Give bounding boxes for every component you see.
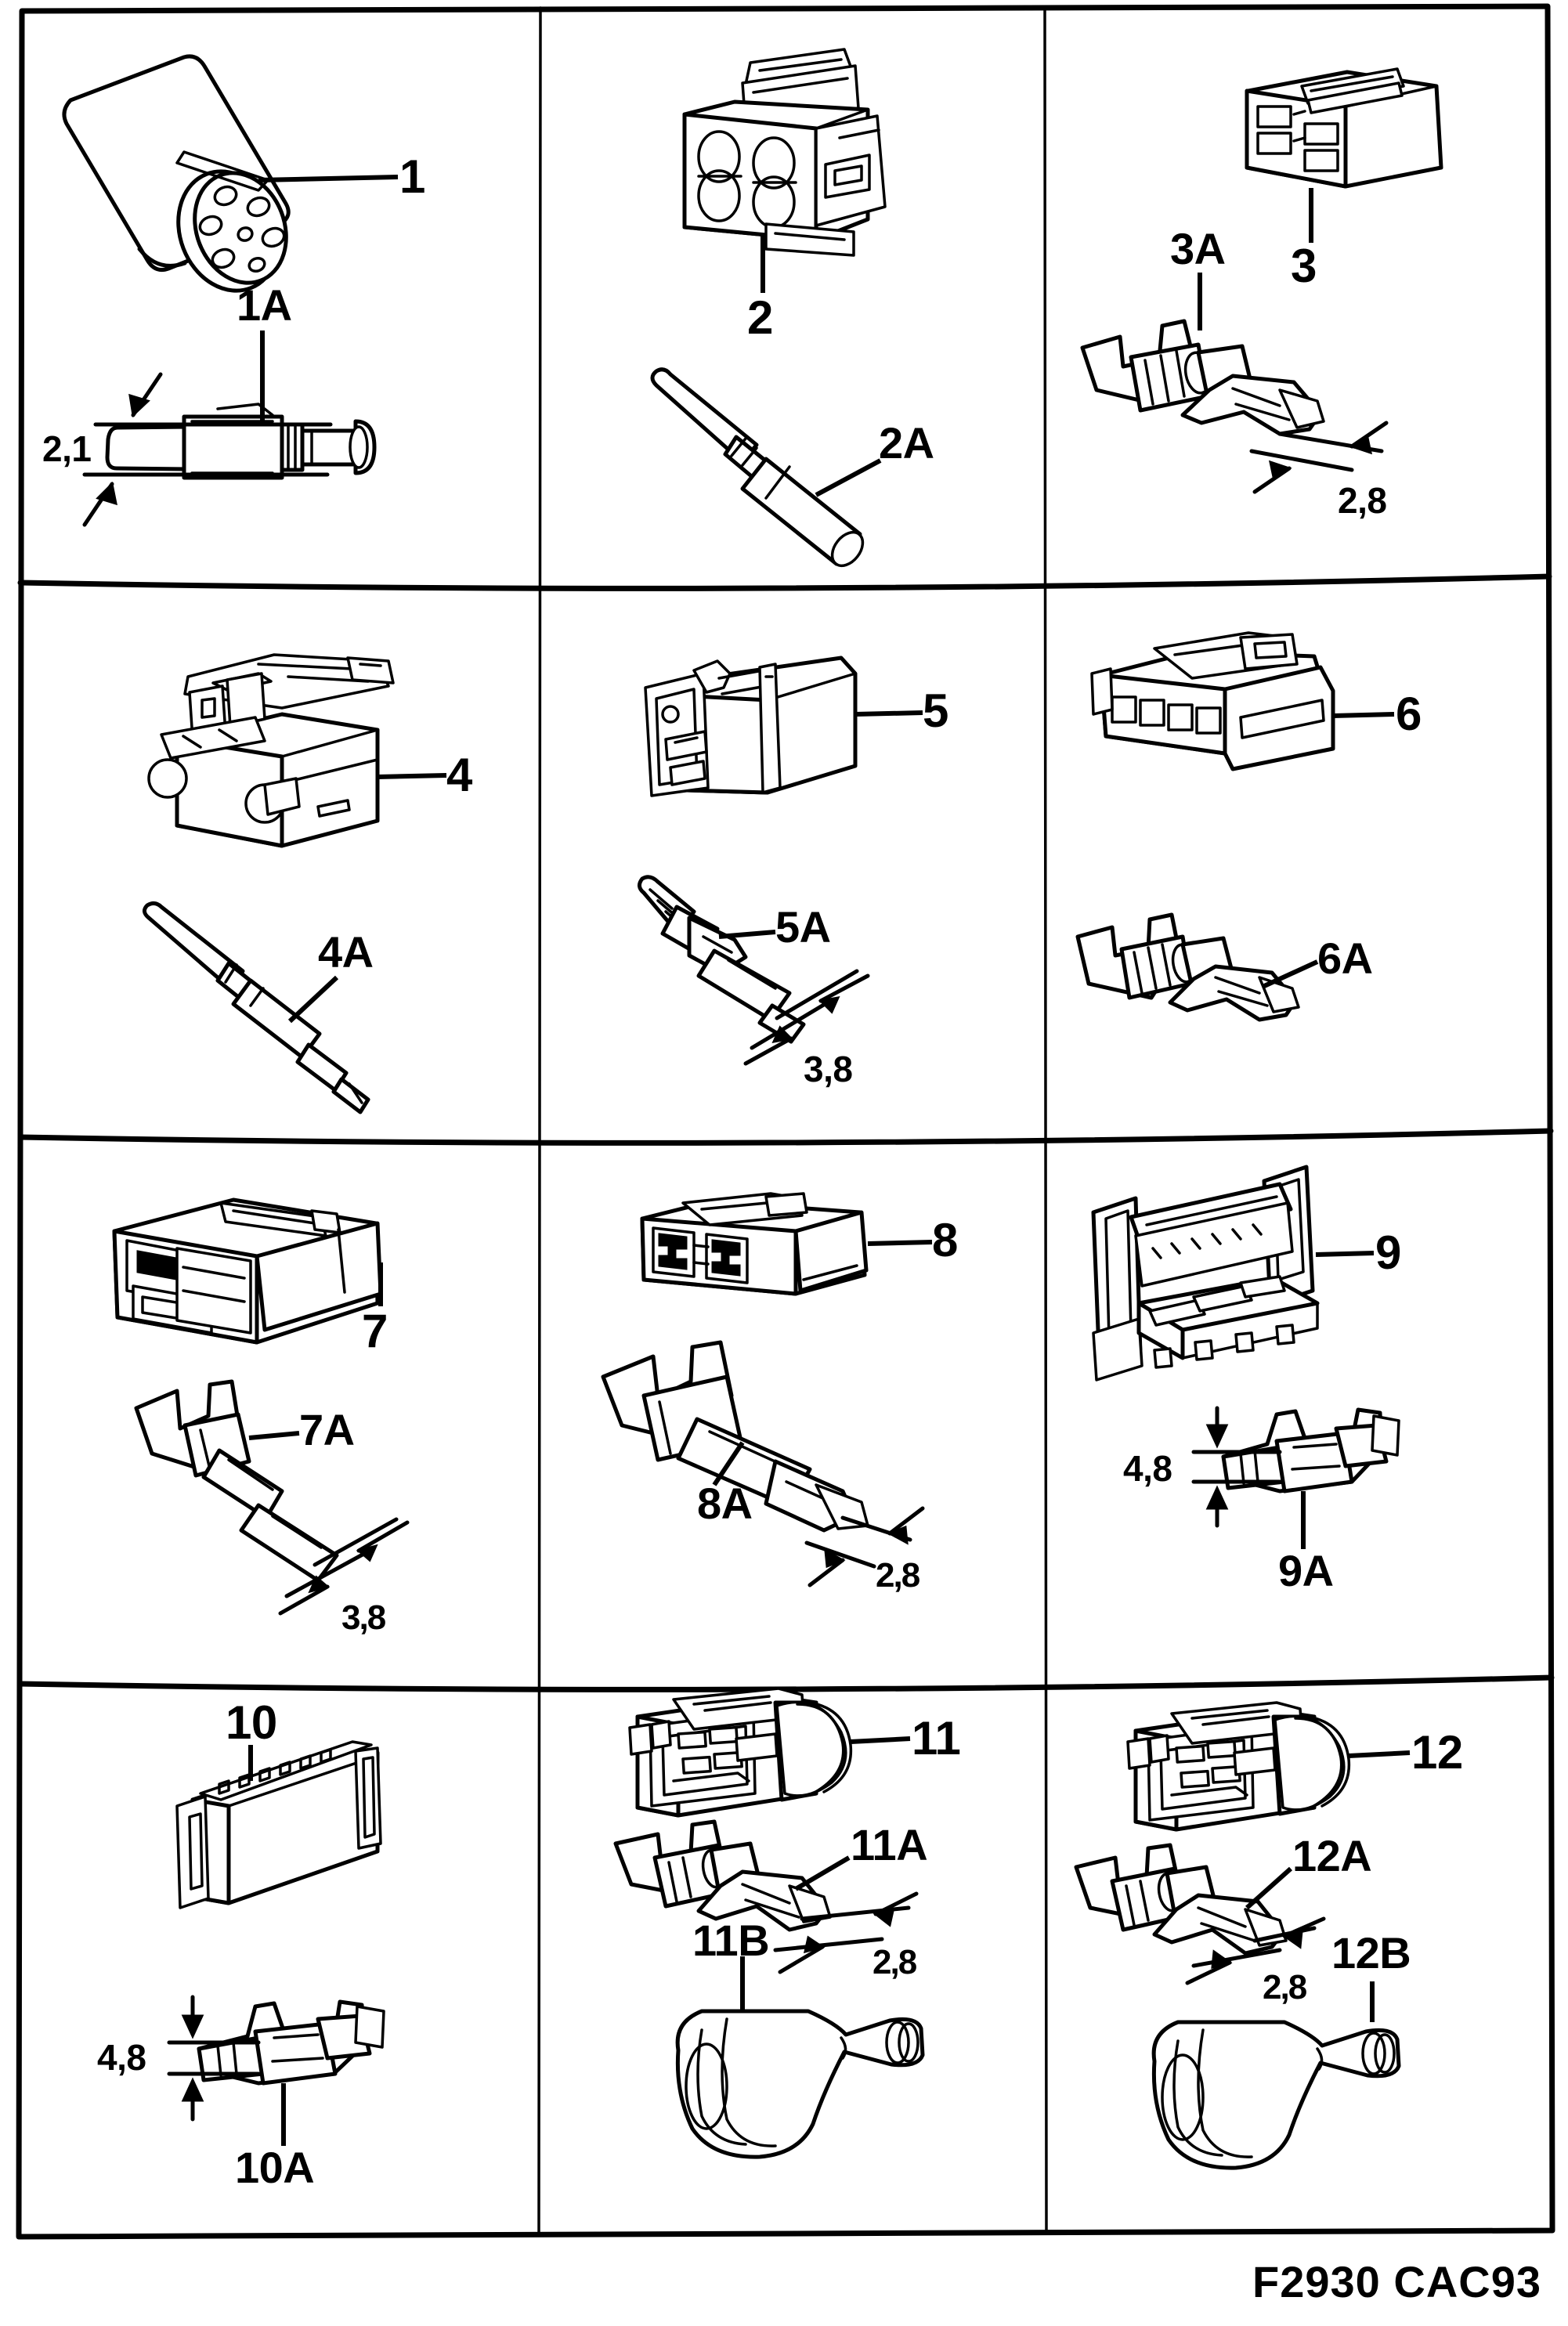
two-cavity-connector-icon bbox=[682, 48, 887, 257]
part-label-11: 11 bbox=[912, 1712, 961, 1764]
dimension-2-8-arrows-8 bbox=[804, 1506, 925, 1587]
dimension-label-2-8-11: 2,8 bbox=[873, 1943, 917, 1981]
part-label-5: 5 bbox=[923, 684, 948, 737]
part-label-1: 1 bbox=[399, 150, 425, 203]
cell-7: 7 7A 3,8 bbox=[23, 1137, 540, 1684]
cell-10-artwork bbox=[167, 1740, 385, 2146]
cell-11: 11 11A 2,8 11B bbox=[540, 1684, 1045, 2230]
part-label-8A: 8A bbox=[697, 1479, 753, 1528]
four-cavity-connector-icon bbox=[1245, 67, 1443, 189]
part-label-11A: 11A bbox=[851, 1820, 928, 1869]
sealed-connector-with-boot-12-icon bbox=[1126, 1701, 1351, 1832]
multi-cavity-flat-connector-icon bbox=[175, 1740, 382, 1909]
round-connector-icon bbox=[62, 54, 291, 293]
cell-8-artwork bbox=[601, 1192, 933, 1587]
dimension-2-8-arrows-11 bbox=[773, 1891, 919, 1974]
female-receptacle-terminal-icon bbox=[601, 1340, 869, 1533]
cell-12: 12 12A 2,8 12B bbox=[1045, 1684, 1548, 2230]
part-label-6A: 6A bbox=[1317, 934, 1373, 983]
cell-2: 2 2A bbox=[540, 14, 1045, 583]
cell-8: 8 8A 2,8 bbox=[540, 1137, 1045, 1684]
cell-1: 1 1A 2,1 bbox=[23, 14, 540, 583]
four-cavity-block-connector-icon bbox=[640, 1192, 869, 1296]
cell-3: 3 3A 2,8 bbox=[1045, 14, 1548, 583]
dimension-label-2-1: 2,1 bbox=[42, 428, 92, 469]
part-label-3A: 3A bbox=[1170, 224, 1226, 273]
male-blade-terminal-7a-icon bbox=[134, 1379, 339, 1583]
cell-9-artwork bbox=[1091, 1165, 1400, 1549]
dimension-2-8-arrows bbox=[1249, 421, 1389, 494]
cell-7-artwork bbox=[112, 1197, 410, 1616]
round-pin-terminal-icon bbox=[143, 901, 370, 1114]
cell-12-artwork bbox=[1074, 1701, 1411, 2170]
cell-5: 5 5A 3,8 bbox=[540, 583, 1045, 1137]
part-label-8: 8 bbox=[932, 1214, 958, 1266]
cell-6: 6 6A bbox=[1045, 583, 1548, 1137]
rectangular-connector-icon bbox=[644, 656, 858, 797]
four-way-flat-connector-icon bbox=[1090, 631, 1335, 771]
part-label-5A: 5A bbox=[775, 902, 831, 952]
female-blade-receptacle-9a-icon bbox=[1221, 1407, 1400, 1493]
female-receptacle-terminal-11a-icon bbox=[613, 1819, 832, 1932]
dimension-label-2-8-12: 2,8 bbox=[1263, 1968, 1307, 2006]
part-label-1A: 1A bbox=[237, 280, 292, 330]
cell-4: 4 4A bbox=[23, 583, 540, 1137]
part-label-4: 4 bbox=[446, 749, 472, 801]
cell-6-artwork bbox=[1075, 631, 1395, 1022]
dimension-label-2-8-8: 2,8 bbox=[876, 1556, 920, 1595]
dimension-4-8-arrows bbox=[1191, 1406, 1282, 1528]
cell-2-artwork bbox=[650, 48, 887, 568]
part-label-12: 12 bbox=[1411, 1726, 1463, 1779]
bullet-terminal-icon bbox=[650, 367, 865, 568]
dimension-label-4-8-9: 4,8 bbox=[1123, 1448, 1172, 1489]
cell-1-artwork bbox=[62, 54, 399, 527]
part-label-7A: 7A bbox=[299, 1405, 355, 1454]
dimension-3-8-arrows-7 bbox=[278, 1517, 410, 1616]
rubber-cable-seal-boot-12-icon bbox=[1151, 2020, 1401, 2170]
dimension-3-8-arrows bbox=[743, 969, 870, 1066]
female-blade-receptacle-10a-icon bbox=[197, 1999, 385, 2086]
cell-9: 9 9A 4,8 bbox=[1045, 1137, 1548, 1684]
dimension-label-4-8-10: 4,8 bbox=[97, 2037, 146, 2078]
figure-caption: F2930 CAC93 bbox=[1252, 2257, 1541, 2306]
male-blade-terminal-icon bbox=[638, 875, 806, 1044]
cell-11-artwork bbox=[613, 1687, 925, 2159]
part-label-10: 10 bbox=[226, 1696, 277, 1749]
dimension-2-8-arrows-12 bbox=[1185, 1916, 1326, 1985]
dimension-label-2-8: 2,8 bbox=[1338, 480, 1387, 521]
part-label-2: 2 bbox=[747, 291, 773, 344]
multi-way-connector-carrier-icon bbox=[1091, 1165, 1320, 1382]
box-relay-connector-icon bbox=[147, 653, 395, 848]
cell-5-artwork bbox=[638, 656, 923, 1066]
part-label-11B: 11B bbox=[692, 1916, 770, 1965]
cell-10: 10 10A 4,8 bbox=[23, 1684, 540, 2230]
blade-receptacle-terminal-icon bbox=[1080, 319, 1325, 436]
rubber-cable-seal-boot-icon bbox=[675, 2009, 925, 2159]
part-label-9A: 9A bbox=[1278, 1546, 1334, 1595]
dimension-2-1-arrows bbox=[82, 372, 333, 527]
cell-4-artwork bbox=[143, 653, 447, 1114]
sealed-connector-with-boot-icon bbox=[628, 1687, 853, 1818]
dimension-label-3-8-7: 3,8 bbox=[341, 1598, 386, 1637]
part-label-3: 3 bbox=[1291, 240, 1317, 292]
dimension-label-3-8: 3,8 bbox=[804, 1049, 853, 1089]
cell-3-artwork bbox=[1080, 67, 1443, 494]
part-label-10A: 10A bbox=[235, 2143, 315, 2192]
two-cavity-open-connector-icon bbox=[112, 1197, 383, 1345]
part-label-4A: 4A bbox=[318, 927, 374, 977]
part-label-12B: 12B bbox=[1331, 1928, 1411, 1977]
part-label-9: 9 bbox=[1375, 1226, 1401, 1279]
dimension-4-8-arrows-10 bbox=[167, 1995, 261, 2122]
part-label-6: 6 bbox=[1396, 688, 1422, 740]
pin-terminal-icon bbox=[105, 403, 377, 480]
female-receptacle-terminal-12a-icon bbox=[1074, 1843, 1288, 1956]
part-label-12A: 12A bbox=[1292, 1831, 1372, 1880]
blade-receptacle-terminal-6a-icon bbox=[1075, 912, 1300, 1022]
part-label-2A: 2A bbox=[879, 418, 934, 468]
part-label-7: 7 bbox=[362, 1305, 388, 1357]
